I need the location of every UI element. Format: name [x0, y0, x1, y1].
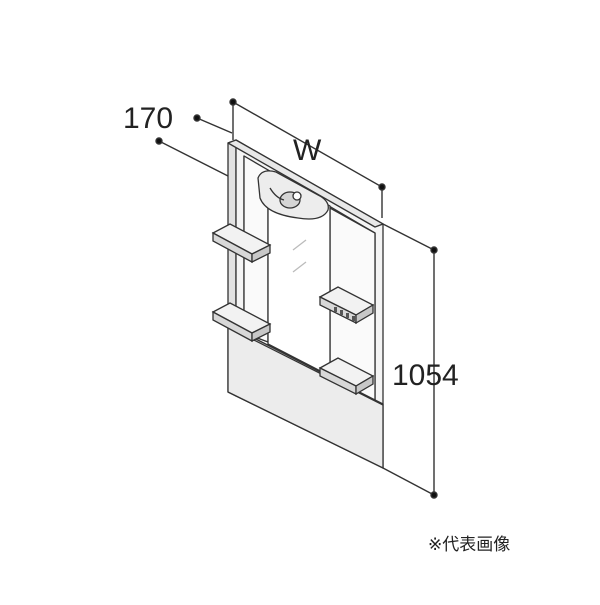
mirror-reflection-2: [292, 261, 307, 273]
width-dot-right: [378, 183, 386, 191]
depth-dimension: [155, 114, 233, 177]
height-dot-bottom: [430, 491, 438, 499]
shelf-upper-right-side: [355, 303, 374, 325]
fixture-knob-center: [292, 191, 302, 201]
shelves: [211, 223, 375, 396]
width-dimension-line: [232, 101, 383, 188]
depth-dot-bottom: [155, 137, 163, 145]
depth-dot-top: [193, 114, 201, 122]
depth-extension-line-back: [196, 117, 233, 134]
fixture-detail: [269, 187, 285, 201]
height-dimension: [382, 223, 438, 499]
mirror-reflection-1: [292, 239, 307, 251]
shelf-upper-right-holes: [334, 307, 355, 321]
height-dot-top: [430, 246, 438, 254]
depth-label: 170: [123, 102, 173, 135]
cabinet-top-edge: [227, 139, 384, 228]
height-extension-top: [382, 223, 435, 251]
shelf-lower-left-side: [251, 322, 271, 343]
height-label: 1054: [392, 359, 459, 392]
width-dot-left: [229, 98, 237, 106]
height-extension-bottom: [382, 467, 435, 496]
light-fixture: [257, 170, 329, 220]
representative-image-note: ※代表画像: [428, 535, 510, 555]
depth-extension-line-front: [158, 140, 229, 177]
shelf-lower-right-side: [355, 374, 374, 396]
shelf-upper-left-side: [251, 243, 271, 264]
width-dimension: [229, 98, 386, 218]
width-label: W: [293, 134, 322, 167]
